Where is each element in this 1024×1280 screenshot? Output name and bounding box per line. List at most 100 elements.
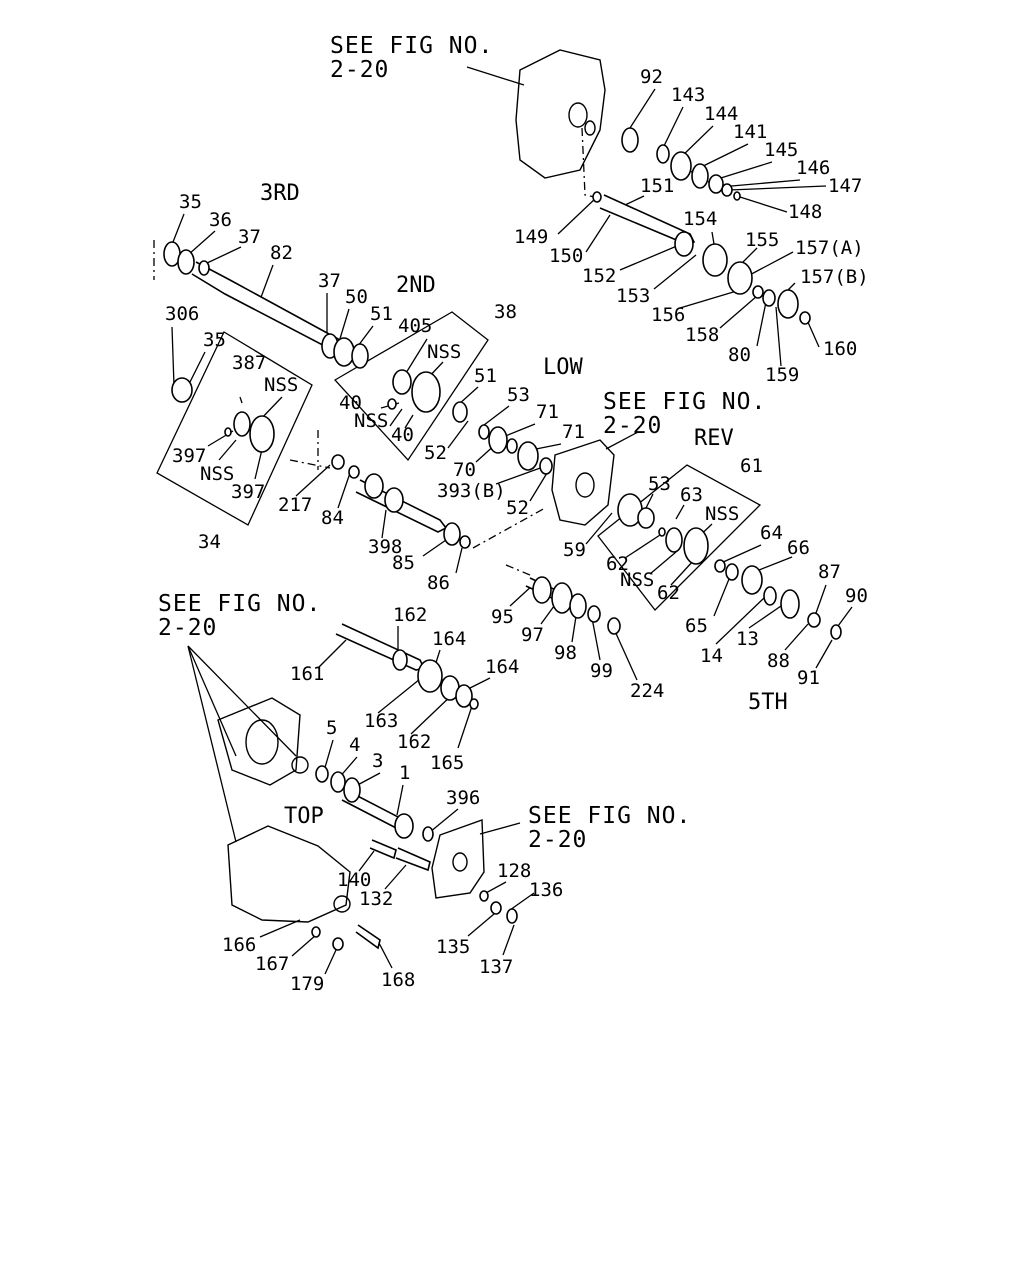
part-label: 398 xyxy=(368,536,402,558)
part-label: 37 xyxy=(318,270,341,292)
gears-and-bearings xyxy=(163,127,842,951)
section-top: TOP xyxy=(284,804,324,829)
part-label: 84 xyxy=(321,507,344,529)
part-label: 167 xyxy=(255,953,289,975)
part-label: 53 xyxy=(648,473,671,495)
part-label: 71 xyxy=(536,401,559,423)
part-label: 160 xyxy=(823,338,857,360)
see-fig-bottom-line2: 2-20 xyxy=(528,827,587,853)
see-fig-mid-line1: SEE FIG NO. xyxy=(603,389,766,415)
part-label: 145 xyxy=(764,139,798,161)
part-label: 85 xyxy=(392,552,415,574)
part-label: 36 xyxy=(209,209,232,231)
part-label: 306 xyxy=(165,303,199,325)
part-label: 40 xyxy=(339,392,362,414)
see-fig-left-line1: SEE FIG NO. xyxy=(158,591,321,617)
part-label: 91 xyxy=(797,667,820,689)
see-fig-bottom-line1: SEE FIG NO. xyxy=(528,803,691,829)
part-label: 155 xyxy=(745,229,779,251)
part-label: 98 xyxy=(554,642,577,664)
part-label: 50 xyxy=(345,286,368,308)
part-label: 168 xyxy=(381,969,415,991)
part-label: 35 xyxy=(179,191,202,213)
part-label: 159 xyxy=(765,364,799,386)
part-label: 61 xyxy=(740,455,763,477)
part-label: 38 xyxy=(494,301,517,323)
section-5th: 5TH xyxy=(748,690,788,715)
part-label: NSS xyxy=(200,463,234,485)
part-label: 150 xyxy=(549,245,583,267)
part-label: 82 xyxy=(270,242,293,264)
see-fig-top-line1: SEE FIG NO. xyxy=(330,33,493,59)
part-label: 163 xyxy=(364,710,398,732)
part-label: 154 xyxy=(683,208,717,230)
part-label: 51 xyxy=(474,365,497,387)
part-label: 87 xyxy=(818,561,841,583)
part-label: 165 xyxy=(430,752,464,774)
part-label: 144 xyxy=(704,103,738,125)
section-3rd: 3RD xyxy=(260,181,300,206)
part-label: 164 xyxy=(485,656,519,678)
part-label: 147 xyxy=(828,175,862,197)
part-label: 224 xyxy=(630,680,664,702)
part-label: 99 xyxy=(590,660,613,682)
part-label: 179 xyxy=(290,973,324,995)
part-label: 166 xyxy=(222,934,256,956)
part-label: 14 xyxy=(700,645,723,667)
part-label: 71 xyxy=(562,421,585,443)
part-label: 92 xyxy=(640,66,663,88)
part-label: 70 xyxy=(453,459,476,481)
part-label: 136 xyxy=(529,879,563,901)
group-outlines xyxy=(156,311,762,611)
part-label: 146 xyxy=(796,157,830,179)
part-label: 157(B) xyxy=(800,266,869,288)
part-label: 1 xyxy=(399,762,410,784)
part-label: 393(B) xyxy=(437,480,506,502)
part-label: NSS xyxy=(264,374,298,396)
part-label: 137 xyxy=(479,956,513,978)
part-label: 135 xyxy=(436,936,470,958)
part-label: 86 xyxy=(427,572,450,594)
part-label: 164 xyxy=(432,628,466,650)
part-label: 63 xyxy=(680,484,703,506)
part-label: 148 xyxy=(788,201,822,223)
part-label: 152 xyxy=(582,265,616,287)
part-label: 217 xyxy=(278,494,312,516)
part-label: 5 xyxy=(326,717,337,739)
part-label: 156 xyxy=(651,304,685,326)
part-label: 35 xyxy=(203,329,226,351)
part-label: 4 xyxy=(349,734,360,756)
part-label: 151 xyxy=(640,175,674,197)
part-label: 53 xyxy=(507,384,530,406)
part-label: 141 xyxy=(733,121,767,143)
part-label: 3 xyxy=(372,750,383,772)
part-label: 52 xyxy=(506,497,529,519)
section-2nd: 2ND xyxy=(396,273,436,298)
part-label: 162 xyxy=(393,604,427,626)
part-label: 34 xyxy=(198,531,221,553)
part-label: NSS xyxy=(354,410,388,432)
part-label: 80 xyxy=(728,344,751,366)
part-label: 153 xyxy=(616,285,650,307)
part-label: 143 xyxy=(671,84,705,106)
part-label: 13 xyxy=(736,628,759,650)
part-label: 405 xyxy=(398,315,432,337)
part-label: NSS xyxy=(427,341,461,363)
part-label: 95 xyxy=(491,606,514,628)
housing-covers xyxy=(217,49,615,923)
part-label: 66 xyxy=(787,537,810,559)
see-fig-top-line2: 2-20 xyxy=(330,57,389,83)
part-label: 149 xyxy=(514,226,548,248)
part-label: 37 xyxy=(238,226,261,248)
see-fig-left-line2: 2-20 xyxy=(158,615,217,641)
part-label: 90 xyxy=(845,585,868,607)
part-label: 132 xyxy=(359,888,393,910)
part-label: 157(A) xyxy=(795,237,864,259)
part-label: 140 xyxy=(337,869,371,891)
part-label: 161 xyxy=(290,663,324,685)
part-label: 396 xyxy=(446,787,480,809)
part-label: 387 xyxy=(232,352,266,374)
part-label: 162 xyxy=(397,731,431,753)
part-label: 158 xyxy=(685,324,719,346)
